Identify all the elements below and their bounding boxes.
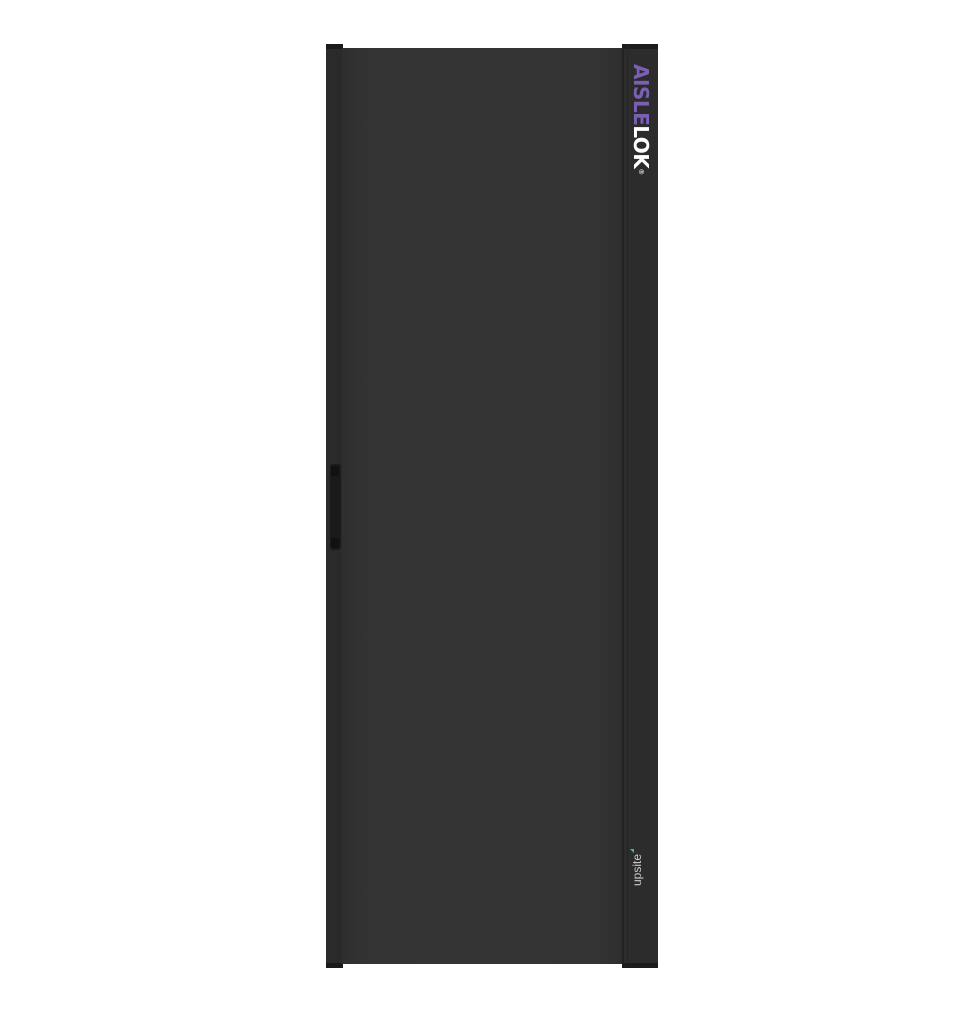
aislelok-logo-text: AISLELOK® <box>629 64 653 175</box>
upsite-tick-icon <box>630 848 634 853</box>
rail-seam <box>627 44 628 968</box>
registered-mark: ® <box>637 168 645 175</box>
logo-part-aisle: AISLE <box>629 64 653 126</box>
cabinet-door-assembly: AISLELOK® upsite <box>326 44 658 968</box>
upsite-logo-text: upsite <box>630 848 644 886</box>
upsite-logo: upsite <box>630 834 656 894</box>
door-panel <box>342 48 622 964</box>
aislelok-logo: AISLELOK® <box>626 64 656 204</box>
right-frame-rail <box>622 44 658 968</box>
upsite-wordmark: upsite <box>630 853 644 886</box>
door-handle-icon <box>329 464 341 550</box>
logo-part-lok: LOK <box>629 125 653 169</box>
